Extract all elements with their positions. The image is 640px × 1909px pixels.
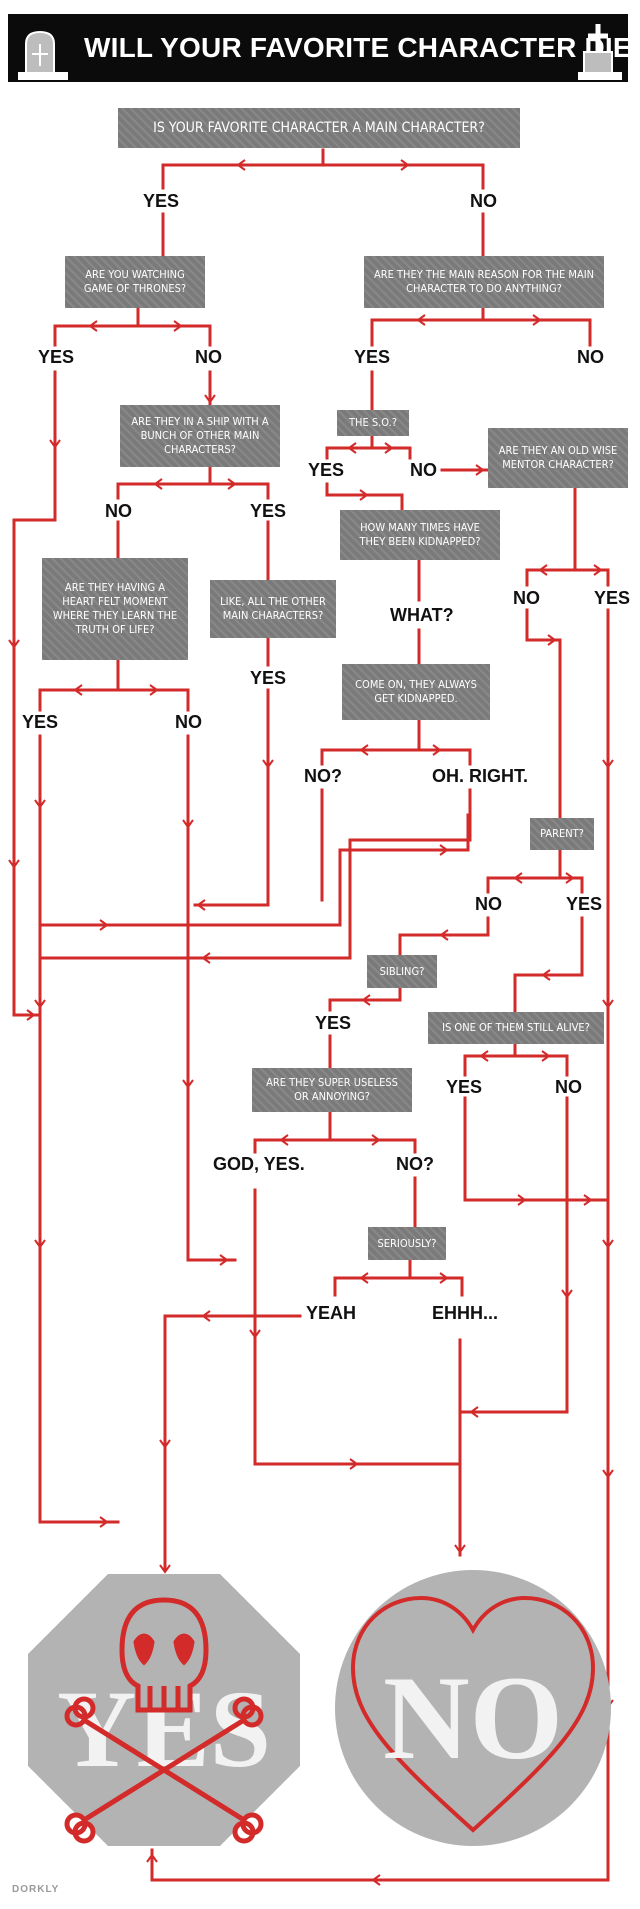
question-super-useless: ARE THEY SUPER USELESS OR ANNOYING?	[252, 1068, 412, 1112]
answer-no: NO	[410, 460, 437, 480]
answer-no-question: NO?	[396, 1154, 434, 1174]
answer-yes: YES	[315, 1013, 352, 1033]
answer-yes: YES	[308, 460, 345, 480]
outcome-no: NO	[335, 1570, 611, 1846]
grave-cross-icon	[578, 24, 622, 80]
question-main-reason: ARE THEY THE MAIN REASON FOR THE MAIN CH…	[364, 256, 604, 308]
answer-yes: YES	[250, 501, 287, 521]
question-still-alive: IS ONE OF THEM STILL ALIVE?	[428, 1012, 604, 1044]
question-ship: ARE THEY IN A SHIP WITH A BUNCH OF OTHER…	[120, 405, 280, 467]
answer-no: NO	[555, 1077, 582, 1097]
answer-yes: YES	[594, 588, 631, 608]
question-like-all-other: LIKE, ALL THE OTHER MAIN CHARACTERS?	[210, 580, 336, 638]
question-parent: PARENT?	[530, 818, 594, 850]
answer-no: NO	[475, 894, 502, 914]
answer-no: NO	[513, 588, 540, 608]
tombstone-icon	[18, 30, 68, 80]
question-come-on: COME ON, THEY ALWAYS GET KIDNAPPED.	[342, 664, 490, 720]
answer-yes: YES	[250, 668, 287, 688]
answer-yes: YES	[566, 894, 603, 914]
question-seriously: SERIOUSLY?	[368, 1227, 446, 1260]
title-bar: WILL YOUR FAVORITE CHARACTER DIE?	[8, 14, 640, 82]
question-heart-felt: ARE THEY HAVING A HEART FELT MOMENT WHER…	[42, 558, 188, 660]
page-title: WILL YOUR FAVORITE CHARACTER DIE?	[84, 32, 640, 63]
answer-oh-right: OH. RIGHT.	[432, 766, 529, 786]
answer-yes: YES	[354, 347, 391, 367]
answer-ehhh: EHHH...	[432, 1303, 499, 1323]
question-sibling: SIBLING?	[367, 955, 437, 988]
answer-yes: YES	[446, 1077, 483, 1097]
answer-god-yes: GOD, YES.	[213, 1154, 305, 1174]
answer-no: NO	[470, 191, 497, 211]
brand-logo: DORKLY	[12, 1884, 60, 1895]
question-kidnapped-times: HOW MANY TIMES HAVE THEY BEEN KIDNAPPED?	[340, 510, 500, 560]
question-old-wise-mentor: ARE THEY AN OLD WISE MENTOR CHARACTER?	[488, 428, 628, 488]
answer-no: NO	[577, 347, 604, 367]
answer-no: NO	[105, 501, 132, 521]
answer-yes: YES	[143, 191, 180, 211]
question-game-of-thrones: ARE YOU WATCHING GAME OF THRONES?	[65, 256, 205, 308]
answer-yeah: YEAH	[306, 1303, 357, 1323]
outcome-yes: YES	[28, 1574, 300, 1846]
skull-and-crossbones-icon	[64, 1597, 264, 1844]
question-main-character: IS YOUR FAVORITE CHARACTER A MAIN CHARAC…	[118, 108, 520, 148]
outcome-no-label: NO	[383, 1651, 563, 1784]
heart-icon	[350, 1595, 596, 1833]
answer-no: NO	[195, 347, 222, 367]
answer-what: WHAT?	[390, 605, 454, 625]
header: WILL YOUR FAVORITE CHARACTER DIE?	[0, 0, 640, 96]
question-so: THE S.O.?	[337, 410, 409, 436]
answer-no-question: NO?	[304, 766, 342, 786]
answer-yes: YES	[22, 712, 59, 732]
answer-no: NO	[175, 712, 202, 732]
answer-yes: YES	[38, 347, 75, 367]
